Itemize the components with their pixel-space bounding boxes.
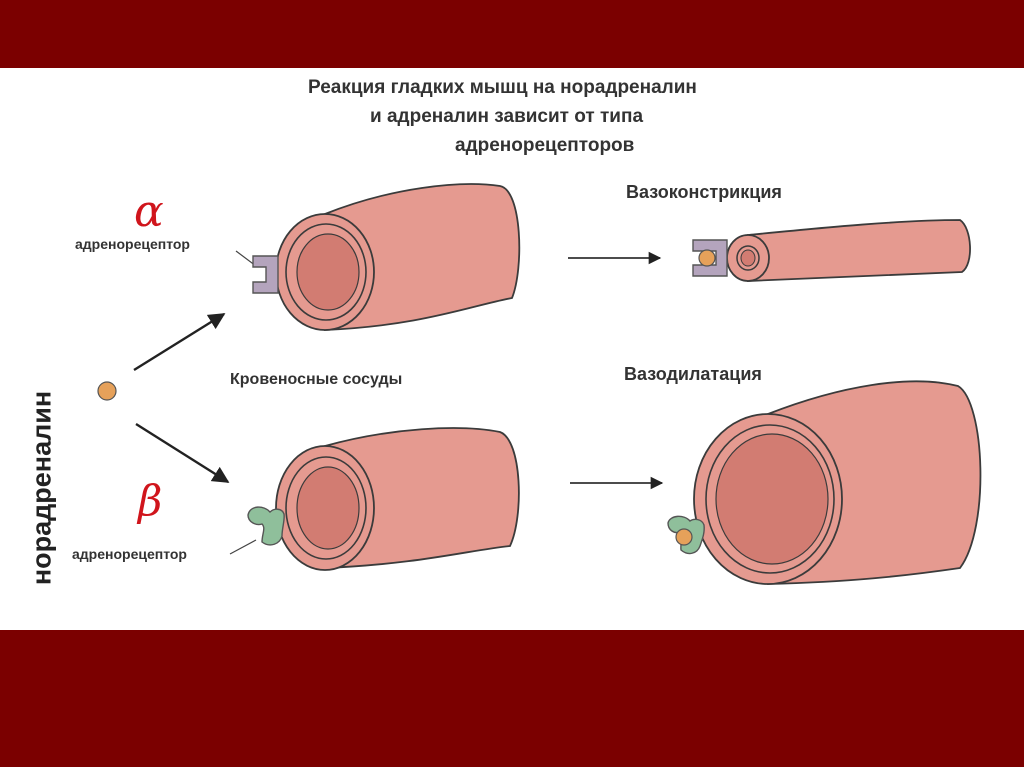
alpha-symbol: α xyxy=(134,186,164,237)
alpha-receptor-bound xyxy=(692,239,728,277)
bound-noradrenaline-beta xyxy=(675,528,693,546)
title-line-1: Реакция гладких мышц на норадреналин xyxy=(308,77,697,98)
noradrenaline-molecule xyxy=(97,381,117,401)
alpha-receptor-label: адренорецептор xyxy=(75,236,190,252)
beta-symbol: β xyxy=(138,476,163,525)
beta-adrenoreceptor xyxy=(247,506,285,546)
diagram-panel: Реакция гладких мышц на норадреналин и а… xyxy=(0,68,1024,630)
arrow-to-beta-vessel xyxy=(135,422,230,484)
constricted-blood-vessel xyxy=(726,219,971,282)
blood-vessels-label: Кровеносные сосуды xyxy=(230,371,403,388)
diagram-graphics xyxy=(97,183,982,585)
title-line-3: адренорецепторов xyxy=(455,135,635,156)
arrow-to-alpha-vessel xyxy=(133,312,226,372)
beta-blood-vessel xyxy=(275,427,520,571)
alpha-adrenoreceptor xyxy=(252,255,279,294)
title-line-2: и адреналин зависит от типа xyxy=(370,106,644,127)
bottom-band xyxy=(0,630,1024,767)
vasoconstriction-label: Вазоконстрикция xyxy=(626,182,782,202)
beta-receptor-leader-line xyxy=(229,539,257,555)
dilated-blood-vessel xyxy=(693,380,982,585)
vasodilation-label: Вазодилатация xyxy=(624,364,762,384)
noradrenaline-vertical-label: норадреналин xyxy=(26,390,57,586)
alpha-blood-vessel xyxy=(275,183,521,331)
bound-noradrenaline-alpha xyxy=(698,249,716,267)
beta-receptor-label: адренорецептор xyxy=(72,546,187,562)
top-band xyxy=(0,0,1024,68)
